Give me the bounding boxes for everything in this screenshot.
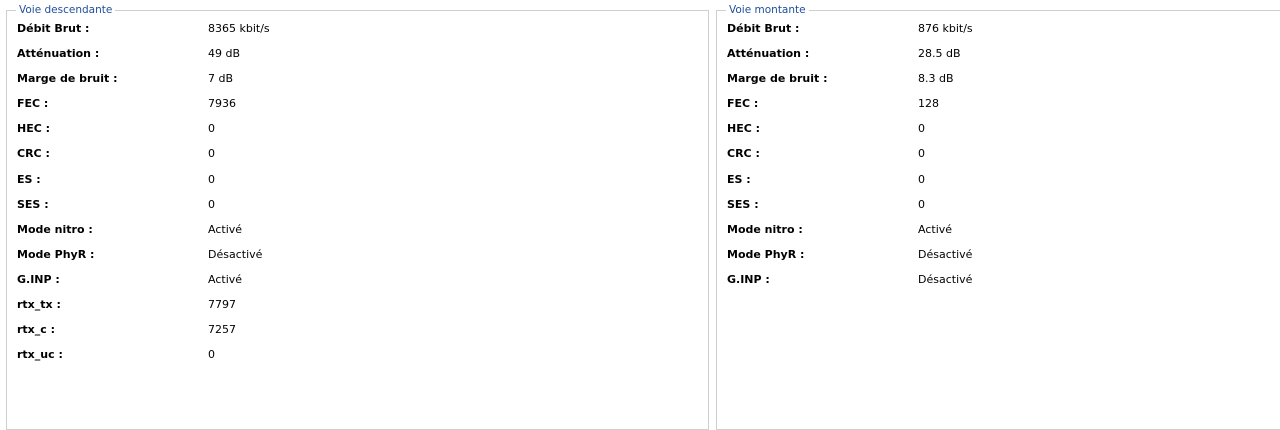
upstream-title: Voie montante	[726, 4, 809, 17]
row-value: 0	[208, 197, 215, 211]
upstream-row-attenuation: Atténuation : 28.5 dB	[727, 46, 1280, 71]
downstream-row-mode-phyr: Mode PhyR : Désactivé	[17, 247, 708, 272]
downstream-row-debit-brut: Débit Brut : 8365 kbit/s	[17, 21, 708, 46]
row-value: Désactivé	[208, 247, 263, 261]
downstream-rows: Débit Brut : 8365 kbit/s Atténuation : 4…	[17, 21, 708, 372]
row-label: Marge de bruit :	[727, 72, 828, 86]
row-label: ES :	[727, 172, 751, 186]
row-label: rtx_c :	[17, 323, 56, 337]
downstream-row-hec: HEC : 0	[17, 121, 708, 146]
row-label: Mode nitro :	[727, 222, 803, 236]
upstream-row-debit-brut: Débit Brut : 876 kbit/s	[727, 21, 1280, 46]
upstream-row-crc: CRC : 0	[727, 146, 1280, 171]
row-value: 49 dB	[208, 47, 241, 61]
row-value: 28.5 dB	[918, 47, 961, 61]
row-label: Atténuation :	[727, 47, 810, 61]
downstream-row-ginp: G.INP : Activé	[17, 272, 708, 297]
row-label: rtx_uc :	[17, 348, 63, 362]
downstream-row-mode-nitro: Mode nitro : Activé	[17, 222, 708, 247]
downstream-row-rtx-uc: rtx_uc : 0	[17, 347, 708, 372]
row-value: 0	[918, 122, 925, 136]
upstream-row-mode-nitro: Mode nitro : Activé	[727, 222, 1280, 247]
upstream-row-ses: SES : 0	[727, 197, 1280, 222]
row-value: 7 dB	[208, 72, 234, 86]
row-label: Mode PhyR :	[727, 247, 805, 261]
row-value: 0	[918, 147, 925, 161]
row-label: ES :	[17, 172, 41, 186]
row-label: CRC :	[17, 147, 50, 161]
row-label: Mode PhyR :	[17, 247, 95, 261]
downstream-row-rtx-c: rtx_c : 7257	[17, 322, 708, 347]
row-label: Débit Brut :	[727, 22, 800, 35]
row-value: 0	[208, 348, 215, 362]
row-label: FEC :	[727, 97, 759, 111]
downstream-row-rtx-tx: rtx_tx : 7797	[17, 297, 708, 322]
downstream-row-marge-de-bruit: Marge de bruit : 7 dB	[17, 71, 708, 96]
upstream-row-marge-de-bruit: Marge de bruit : 8.3 dB	[727, 71, 1280, 96]
upstream-row-hec: HEC : 0	[727, 121, 1280, 146]
row-label: rtx_tx :	[17, 298, 61, 312]
row-value: Activé	[918, 222, 953, 236]
row-value: 0	[208, 122, 215, 136]
row-value: Désactivé	[918, 247, 973, 261]
row-label: FEC :	[17, 97, 49, 111]
downstream-row-ses: SES : 0	[17, 197, 708, 222]
upstream-row-fec: FEC : 128	[727, 96, 1280, 121]
row-value: 0	[208, 147, 215, 161]
row-value: 8.3 dB	[918, 72, 954, 86]
upstream-panel: Voie montante Débit Brut : 876 kbit/s At…	[716, 4, 1280, 430]
row-label: HEC :	[17, 122, 51, 136]
downstream-row-attenuation: Atténuation : 49 dB	[17, 46, 708, 71]
downstream-row-es: ES : 0	[17, 172, 708, 197]
downstream-row-fec: FEC : 7936	[17, 96, 708, 121]
row-label: Débit Brut :	[17, 22, 90, 35]
upstream-row-es: ES : 0	[727, 172, 1280, 197]
row-label: HEC :	[727, 122, 761, 136]
row-value: 8365 kbit/s	[208, 22, 270, 35]
row-label: SES :	[17, 197, 49, 211]
row-value: Désactivé	[918, 272, 973, 286]
row-value: 7257	[208, 323, 236, 337]
downstream-panel: Voie descendante Débit Brut : 8365 kbit/…	[6, 4, 709, 430]
upstream-row-ginp: G.INP : Désactivé	[727, 272, 1280, 297]
row-label: Mode nitro :	[17, 222, 93, 236]
row-value: 0	[918, 197, 925, 211]
row-value: 128	[918, 97, 939, 111]
row-label: G.INP :	[17, 272, 60, 286]
row-label: Marge de bruit :	[17, 72, 118, 86]
row-value: 0	[208, 172, 215, 186]
row-value: 876 kbit/s	[918, 22, 973, 35]
upstream-rows: Débit Brut : 876 kbit/s Atténuation : 28…	[727, 21, 1280, 297]
downstream-row-crc: CRC : 0	[17, 146, 708, 171]
row-label: G.INP :	[727, 272, 770, 286]
downstream-title: Voie descendante	[16, 4, 116, 17]
row-label: Atténuation :	[17, 47, 100, 61]
row-label: CRC :	[727, 147, 760, 161]
row-value: 7797	[208, 298, 236, 312]
row-value: 7936	[208, 97, 236, 111]
row-value: Activé	[208, 222, 243, 236]
row-value: Activé	[208, 272, 243, 286]
row-label: SES :	[727, 197, 759, 211]
row-value: 0	[918, 172, 925, 186]
upstream-row-mode-phyr: Mode PhyR : Désactivé	[727, 247, 1280, 272]
